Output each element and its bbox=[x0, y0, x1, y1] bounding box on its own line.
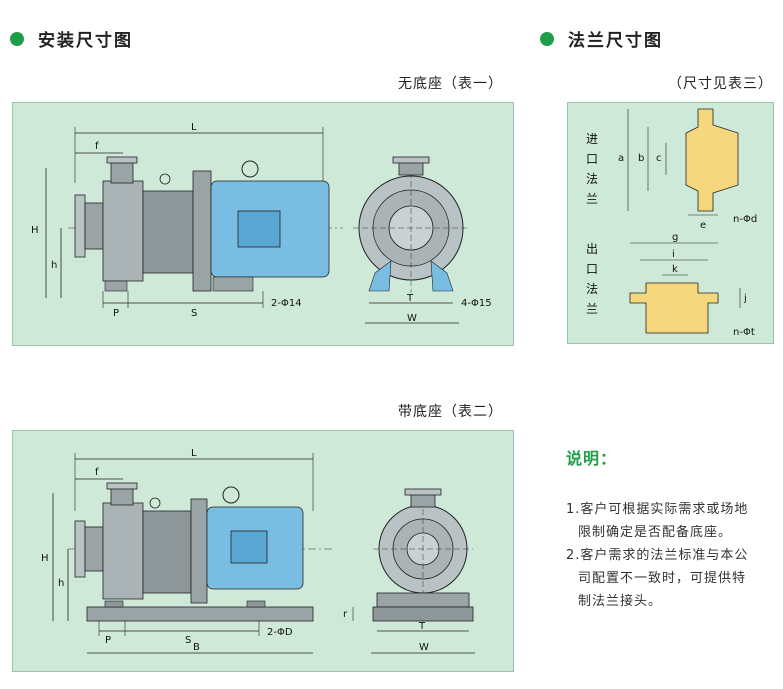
install-heading: 安装尺寸图 bbox=[10, 26, 133, 51]
dim-T-base: T bbox=[418, 621, 426, 632]
outlet-label-3: 兰 bbox=[586, 302, 598, 316]
dim-bolt: 2-Φ14 bbox=[271, 298, 302, 309]
dim-B-base: B bbox=[193, 642, 200, 653]
flange-svg: 进 口 法 兰 a b c e n-Φd 出 口 法 兰 g i k j n-Φ… bbox=[586, 108, 757, 338]
flange-heading-text: 法兰尺寸图 bbox=[568, 31, 663, 51]
inlet-label-0: 进 bbox=[586, 132, 598, 146]
inlet-label-2: 法 bbox=[586, 172, 598, 186]
inlet-label-3: 兰 bbox=[586, 192, 598, 206]
install-heading-text: 安装尺寸图 bbox=[38, 31, 133, 51]
dim-e: e bbox=[700, 220, 706, 231]
dim-L: L bbox=[191, 122, 197, 133]
dim-nd: n-Φd bbox=[733, 214, 757, 225]
outlet-label-1: 口 bbox=[586, 262, 598, 276]
notes-title: 说明： bbox=[566, 449, 618, 468]
dim-r-base: r bbox=[343, 609, 348, 620]
dim-f: f bbox=[95, 141, 99, 152]
dim-c: c bbox=[656, 153, 662, 164]
bullet-icon bbox=[10, 31, 24, 46]
dim-j: j bbox=[743, 293, 747, 304]
note-2-line-3: 制法兰接头。 bbox=[578, 594, 663, 609]
bullet-icon bbox=[540, 31, 554, 46]
dim-S-base: S bbox=[185, 635, 191, 646]
flange-heading: 法兰尺寸图 bbox=[540, 26, 663, 51]
caption-with-base: 带底座（表二） bbox=[398, 404, 503, 420]
dim-W-base: W bbox=[419, 642, 429, 653]
note-1-line-2: 限制确定是否配备底座。 bbox=[578, 525, 733, 540]
dim-k: k bbox=[672, 264, 678, 275]
dim-b: b bbox=[638, 153, 644, 164]
dim-a: a bbox=[618, 153, 624, 164]
dim-W: W bbox=[407, 313, 417, 324]
dim-i: i bbox=[672, 249, 675, 260]
dim-P: P bbox=[113, 308, 119, 319]
dim-f-base: f bbox=[95, 467, 99, 478]
dim-feet: 4-Φ15 bbox=[461, 298, 492, 309]
drawing-no-base: L f H h P S 2-Φ14 bbox=[12, 102, 514, 346]
dim-h-base: h bbox=[58, 578, 64, 589]
dim-S: S bbox=[191, 308, 197, 319]
caption-no-base: 无底座（表一） bbox=[398, 76, 503, 92]
note-2-line-2: 司配置不一致时，可提供特 bbox=[578, 571, 747, 586]
dim-g: g bbox=[672, 232, 678, 243]
pump-no-base-svg: L f H h P S 2-Φ14 bbox=[31, 122, 492, 324]
dim-T: T bbox=[406, 293, 414, 304]
dim-nt: n-Φt bbox=[733, 327, 755, 338]
dim-h: h bbox=[51, 260, 57, 271]
note-2-line-1: 2.客户需求的法兰标准与本公 bbox=[566, 548, 749, 563]
dim-H-base: H bbox=[41, 553, 49, 564]
outlet-label-2: 法 bbox=[586, 282, 598, 296]
pump-with-base-svg: L f H h P S 2-ΦD B bbox=[41, 448, 475, 654]
dim-L-base: L bbox=[191, 448, 197, 459]
dim-H: H bbox=[31, 225, 39, 236]
drawing-with-base: L f H h P S 2-ΦD B bbox=[12, 430, 514, 672]
note-1-line-1: 1.客户可根据实际需求或场地 bbox=[566, 502, 749, 517]
caption-see-table3: （尺寸见表三） bbox=[668, 76, 773, 92]
dim-bolt-base: 2-ΦD bbox=[267, 627, 293, 638]
outlet-label-0: 出 bbox=[586, 242, 598, 256]
dim-P-base: P bbox=[105, 635, 111, 646]
inlet-label-1: 口 bbox=[586, 152, 598, 166]
flange-drawing: 进 口 法 兰 a b c e n-Φd 出 口 法 兰 g i k j n-Φ… bbox=[567, 102, 774, 344]
